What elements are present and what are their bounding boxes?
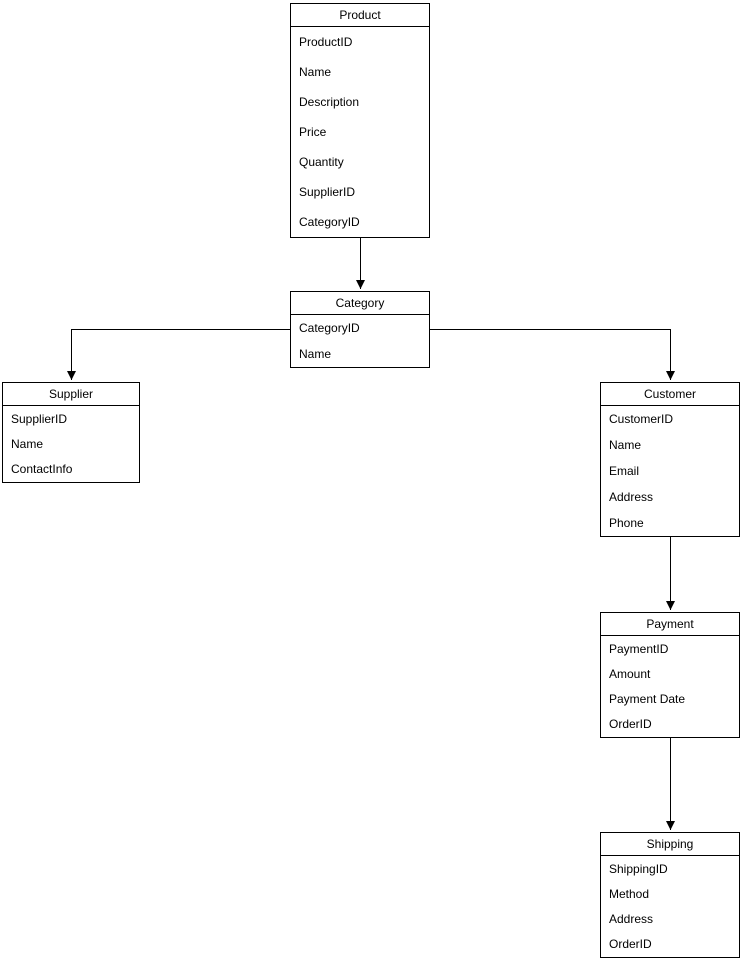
field-label: OrderID [609,717,652,732]
field-label: Price [299,125,327,139]
field-label: ShippingID [609,861,668,876]
entity-title: Shipping [601,833,739,856]
field-label: Description [299,95,360,109]
field-label: OrderID [609,937,652,952]
field-label: Method [609,886,650,901]
field-label: Email [609,464,640,478]
entity-title: Customer [601,383,739,406]
field-label: Name [299,347,332,361]
entity-fields: CategoryID Name [291,315,429,367]
entity-title: Product [291,4,429,27]
field-label: ProductID [299,35,353,49]
field-label: Payment Date [609,692,686,707]
entity-title: Payment [601,613,739,636]
field-label: CategoryID [299,321,360,335]
field-label: Address [609,490,654,504]
field-label: ContactInfo [11,462,73,477]
field-label: PaymentID [609,641,669,656]
field-label: Name [299,65,332,79]
field-label: SupplierID [11,411,68,426]
field-label: Amount [609,666,651,681]
entity-title: Supplier [3,383,139,406]
field-label: Phone [609,516,644,530]
connector-category-customer[interactable] [430,329,675,381]
connector-category-supplier[interactable] [67,329,291,381]
field-label: Name [11,436,44,451]
entity-category[interactable]: Category CategoryID Name [290,291,430,368]
field-label: Quantity [299,155,344,169]
field-label: CustomerID [609,412,674,426]
field-label: CategoryID [299,215,360,229]
field-label: SupplierID [299,185,356,199]
field-label: Name [609,438,642,452]
entity-title: Category [291,292,429,315]
field-label: Address [609,912,654,927]
